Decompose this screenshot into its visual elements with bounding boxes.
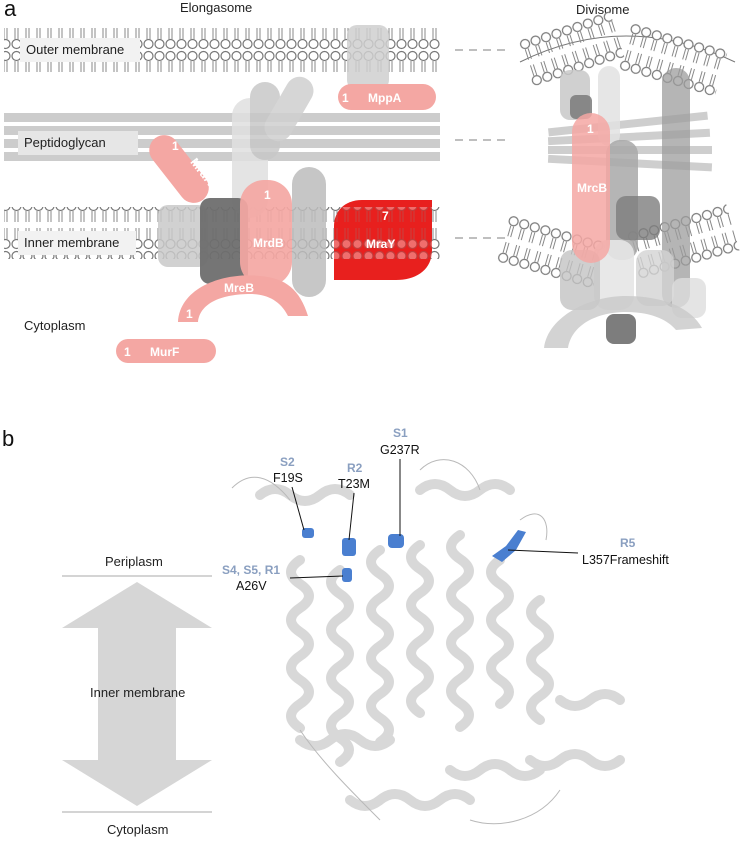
mreb-count: 1 — [186, 307, 193, 321]
peptidoglycan-label: Peptidoglycan — [24, 135, 106, 150]
site-g237r — [388, 534, 404, 548]
mutation-change-a26v: A26V — [236, 579, 267, 593]
elongasome-title: Elongasome — [180, 0, 252, 15]
mrdb-name: MrdB — [253, 236, 284, 250]
inner-membrane-label: Inner membrane — [24, 235, 119, 250]
mppa-count: 1 — [342, 91, 349, 105]
mray-bilayer-overlay — [334, 207, 432, 259]
divisome-complex — [496, 10, 740, 348]
mutation-id-r2: R2 — [347, 461, 363, 475]
mrcb-name: MrcB — [577, 181, 607, 195]
cytoplasm-label: Cytoplasm — [24, 318, 85, 333]
site-f19s — [302, 528, 314, 538]
outer-membrane-label-bg — [20, 38, 140, 62]
elongasome-gray-proteins — [158, 25, 389, 297]
mutation-r2: R2 T23M — [338, 461, 370, 541]
dark-protein — [200, 198, 248, 284]
mppa-name: MppA — [368, 91, 402, 105]
peptidoglycan-layer — [4, 113, 440, 161]
membrane-double-arrow — [62, 582, 212, 806]
panel-a-label: a — [4, 0, 17, 21]
mrcb-count: 1 — [587, 122, 594, 136]
periplasm-label: Periplasm — [105, 554, 163, 569]
mutation-id-s4-s5-r1: S4, S5, R1 — [222, 563, 280, 577]
site-t23m — [342, 538, 356, 556]
site-l357 — [492, 530, 526, 562]
mutation-s4-s5-r1: S4, S5, R1 A26V — [222, 563, 344, 593]
mutation-id-s2: S2 — [280, 455, 295, 469]
inner-membrane-label-bg — [18, 231, 136, 255]
mutation-s1: S1 G237R — [380, 426, 420, 536]
mutation-r5: R5 L357Frameshift — [507, 536, 669, 567]
murf-protein — [116, 339, 216, 363]
mrda-protein — [149, 135, 209, 203]
site-a26v — [342, 568, 352, 582]
murf-name: MurF — [150, 345, 179, 359]
mutation-change-l357: L357Frameshift — [582, 553, 669, 567]
mray-ribbon-structure — [231, 459, 625, 825]
mutation-change-f19s: F19S — [273, 471, 303, 485]
mrcb-protein — [572, 113, 610, 263]
inner-membrane-label-b: Inner membrane — [90, 685, 185, 700]
panel-b-label: b — [2, 426, 14, 451]
mutation-id-s1: S1 — [393, 426, 408, 440]
peptidoglycan-label-bg — [18, 131, 138, 155]
mrdb-count: 1 — [264, 188, 271, 202]
mutation-id-r5: R5 — [620, 536, 636, 550]
mreb-name: MreB — [224, 281, 254, 295]
mutation-change-t23m: T23M — [338, 477, 370, 491]
mutation-s2: S2 F19S — [273, 455, 305, 531]
mreb-protein — [178, 275, 308, 322]
mrda-count: 1 — [172, 139, 179, 153]
mrdb-protein — [240, 180, 292, 286]
mray-count: 7 — [382, 209, 389, 223]
mppa-protein — [338, 84, 436, 110]
outer-membrane-label: Outer membrane — [26, 42, 124, 57]
cytoplasm-label-b: Cytoplasm — [107, 822, 168, 837]
mray-name: MraY — [366, 237, 395, 251]
divisome-title: Divisome — [576, 2, 629, 17]
mutation-change-g237r: G237R — [380, 443, 420, 457]
murf-count: 1 — [124, 345, 131, 359]
